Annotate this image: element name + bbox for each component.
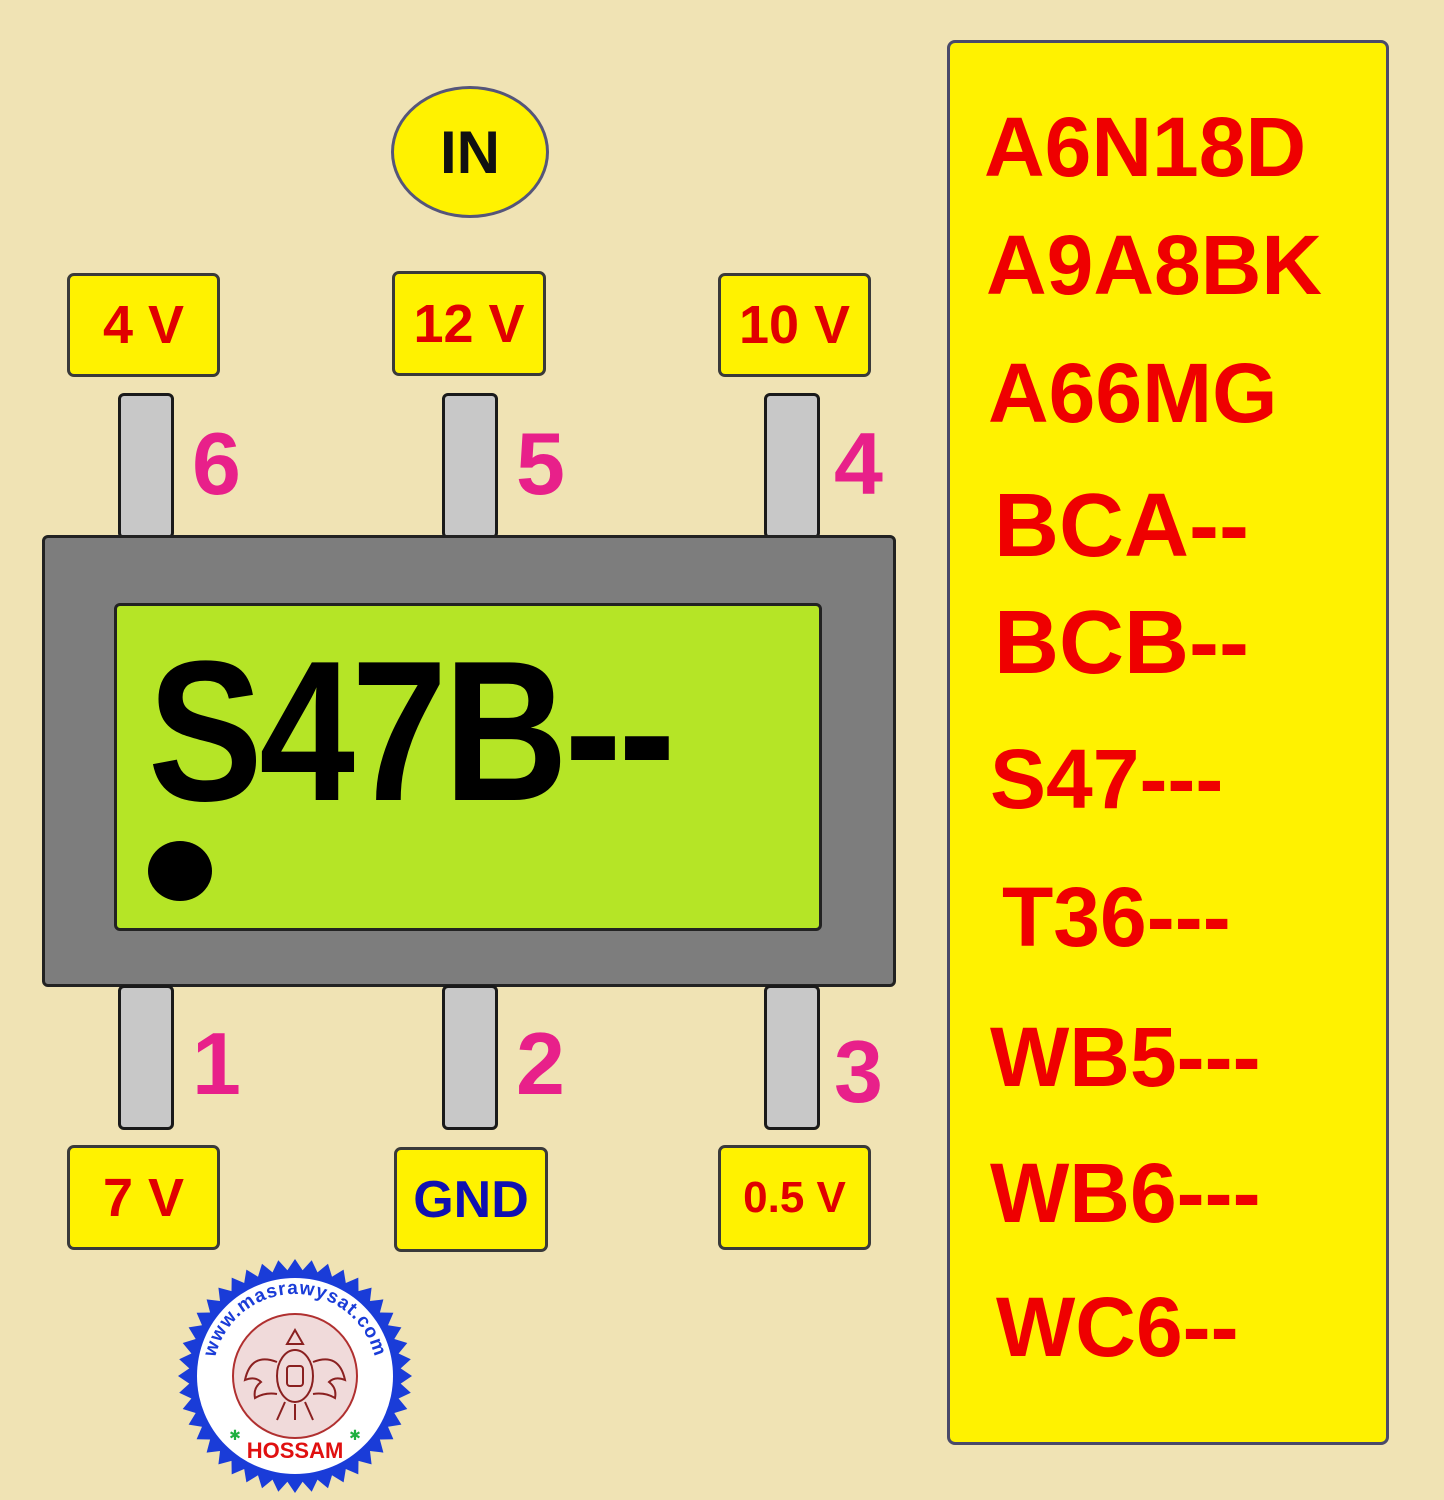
code-item: A9A8BK [986,218,1323,312]
pin-5 [442,393,498,539]
masrawysat-stamp-logo: www.masrawysat.com HOSSAM ✱ ✱ [178,1259,412,1493]
pin1-indicator-dot [148,841,212,901]
pin-number-3: 3 [834,1022,883,1121]
voltage-text-pin5: 12 V [413,293,525,354]
voltage-label-pin1: 7 V [67,1145,220,1250]
voltage-label-pin6: 4 V [67,273,220,377]
pin-1 [118,985,174,1130]
marking-codes-panel: A6N18D A9A8BK A66MG BCA-- BCB-- S47--- T… [947,40,1389,1445]
pin-number-4: 4 [834,414,883,513]
voltage-label-pin2: GND [394,1147,548,1252]
pin-number-1: 1 [192,1014,241,1113]
code-item: T36--- [1002,870,1231,964]
voltage-text-pin1: 7 V [102,1167,185,1228]
code-item: WC6-- [996,1280,1239,1374]
pin-6 [118,393,174,539]
code-item: S47--- [990,732,1224,826]
voltage-text-pin3: 0.5 V [743,1172,846,1222]
voltage-label-pin5: 12 V [392,271,546,376]
chip-marking: S47B-- [148,620,676,843]
input-marker: IN [391,86,549,218]
code-item: WB5--- [990,1010,1261,1104]
voltage-label-pin3: 0.5 V [718,1145,871,1250]
stamp-name: HOSSAM [247,1438,344,1463]
pin-number-2: 2 [516,1014,565,1113]
code-item: BCA-- [994,476,1249,576]
chip-label-area [114,603,822,931]
pin-number-5: 5 [516,414,565,513]
voltage-text-pin4: 10 V [738,295,851,355]
code-item: WB6--- [990,1146,1261,1240]
stamp-star-left-icon: ✱ [229,1427,241,1443]
voltage-text-pin6: 4 V [102,295,185,355]
pin-number-6: 6 [192,414,241,513]
input-label: IN [440,118,500,186]
stamp-star-right-icon: ✱ [349,1427,361,1443]
pin-2 [442,985,498,1130]
voltage-label-pin4: 10 V [718,273,871,377]
eagle-emblem-icon [243,1327,347,1421]
voltage-text-pin2: GND [413,1170,529,1229]
code-item: A66MG [988,346,1278,440]
code-item: A6N18D [984,100,1307,194]
code-item: BCB-- [994,593,1249,693]
pin-3 [764,985,820,1130]
pin-4 [764,393,820,539]
